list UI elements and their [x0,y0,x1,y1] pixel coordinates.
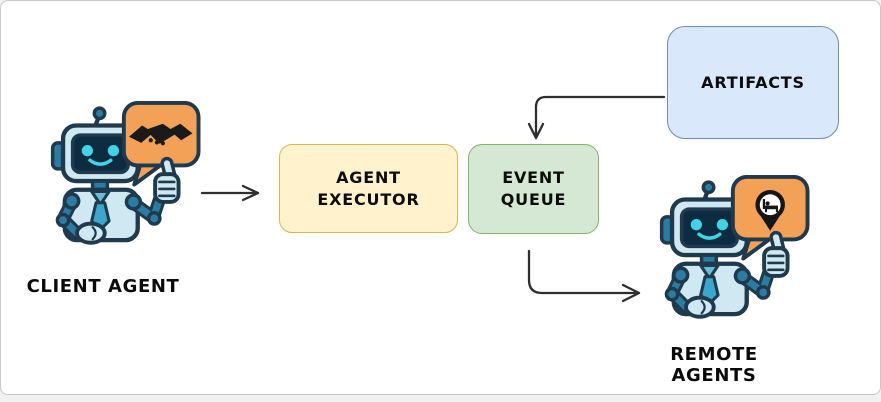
node-artifacts: ARTIFACTS [667,26,839,139]
robot-figure [53,103,199,243]
node-agent-executor: AGENT EXECUTOR [279,144,458,233]
edge-queue-to-remote [527,249,641,303]
client-agent-robot [37,101,202,249]
remote-agents-label: REMOTE AGENTS [670,344,758,386]
remote-agents-robot [646,175,811,323]
edge-client-to-executor [200,184,260,202]
client-agent-label: CLIENT AGENT [26,276,180,297]
robot-figure [662,177,808,317]
edge-artifacts-to-queue [527,95,666,140]
node-event-queue: EVENT QUEUE [468,144,599,234]
